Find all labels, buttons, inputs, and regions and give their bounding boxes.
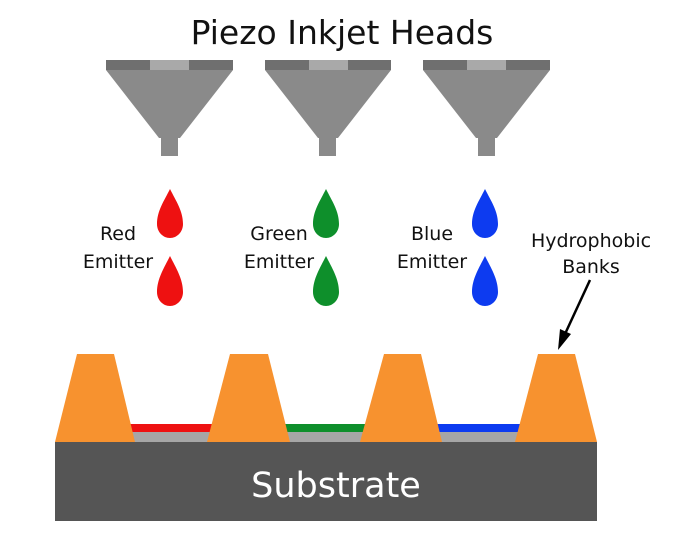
head-nozzle [161,138,178,156]
blue-emitter-strip [435,424,531,432]
inkjet-head-2 [265,60,391,156]
head-nozzle [478,138,495,156]
hydrophobic-bank-3 [360,354,442,442]
blue-emitter-label-line2: Emitter [397,251,467,273]
anode-layer [128,432,528,442]
hydrophobic-bank-2 [207,354,290,442]
blue-emitter-label-line1: Blue [411,223,453,245]
head-funnel [265,70,391,138]
head-funnel [106,70,233,138]
green-emitter-strip [283,424,378,432]
substrate-block [55,442,597,521]
blue-droplet-lower [472,256,498,306]
head-nozzle [319,138,336,156]
inkjet-head-1 [106,60,233,156]
banks-arrow-head [558,329,571,350]
red-emitter-strip [128,424,228,432]
banks-arrow-shaft [563,279,592,335]
green-droplet-upper [313,189,339,238]
green-emitter-label-line1: Green [250,223,308,245]
hydrophobic-banks-label-line1: Hydrophobic [531,230,651,252]
hydrophobic-bank-4 [515,354,597,442]
head-cap-center [467,60,506,70]
green-emitter-label-line2: Emitter [244,251,314,273]
head-funnel [423,70,550,138]
head-cap-center [150,60,189,70]
inkjet-head-3 [423,60,550,156]
red-droplet-lower [157,256,183,306]
hydrophobic-bank-1 [55,354,135,442]
red-droplet-upper [157,189,183,238]
red-emitter-label-line1: Red [100,223,136,245]
hydrophobic-banks-label-line2: Banks [562,256,620,278]
diagram-title: Piezo Inkjet Heads [191,13,494,52]
green-droplet-lower [313,256,339,306]
substrate-label: Substrate [251,466,421,506]
red-emitter-label-line2: Emitter [83,251,153,273]
blue-droplet-upper [472,189,498,238]
head-cap-center [309,60,348,70]
